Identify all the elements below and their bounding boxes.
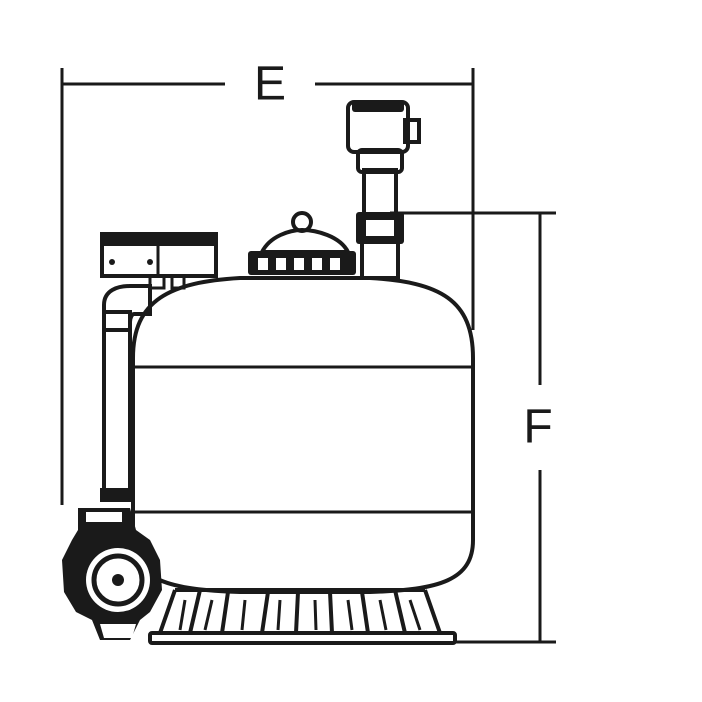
- base-rib-details: [178, 599, 422, 631]
- left-pipe-elbow: [102, 284, 152, 330]
- valve-stem: [362, 168, 398, 216]
- lower-valve-top-slot: [86, 512, 122, 522]
- lower-valve-port: [91, 553, 145, 607]
- lid-notch: [276, 258, 286, 270]
- lid-notch: [330, 258, 340, 270]
- filter-base: [148, 588, 457, 645]
- control-box: [100, 232, 218, 290]
- valve-actuator-port: [403, 118, 421, 144]
- lower-valve: [62, 508, 162, 640]
- filter-tank: [131, 276, 475, 594]
- valve-actuator-cap: [352, 100, 404, 112]
- dimension-e-label: E: [254, 58, 286, 111]
- lid-dome: [258, 227, 352, 254]
- tank-body: [131, 276, 475, 594]
- control-box-screw: [109, 259, 115, 265]
- left-pipe-lower-coupling: [100, 488, 134, 502]
- left-pipe: [100, 284, 152, 502]
- pressure-valve-assembly: [346, 100, 421, 280]
- lid-notch: [258, 258, 268, 270]
- base-plate: [148, 631, 457, 645]
- valve-union-window: [366, 220, 394, 236]
- left-pipe-vertical: [102, 328, 132, 502]
- dimension-e: E: [60, 58, 475, 505]
- control-box-screw: [147, 259, 153, 265]
- dimension-f: F: [390, 211, 556, 644]
- valve-pipe-lower: [360, 238, 400, 280]
- lower-valve-port-center: [112, 574, 124, 586]
- lower-valve-foot: [100, 624, 136, 638]
- tank-lid: [248, 211, 356, 275]
- control-box-connector: [170, 274, 186, 290]
- lid-notch: [294, 258, 304, 270]
- control-box-connector: [148, 274, 166, 290]
- left-pipe-coupling: [102, 310, 132, 332]
- lid-knob: [291, 211, 313, 233]
- lid-notch: [312, 258, 322, 270]
- dimension-f-label: F: [523, 401, 552, 454]
- base-ribs: [158, 589, 442, 634]
